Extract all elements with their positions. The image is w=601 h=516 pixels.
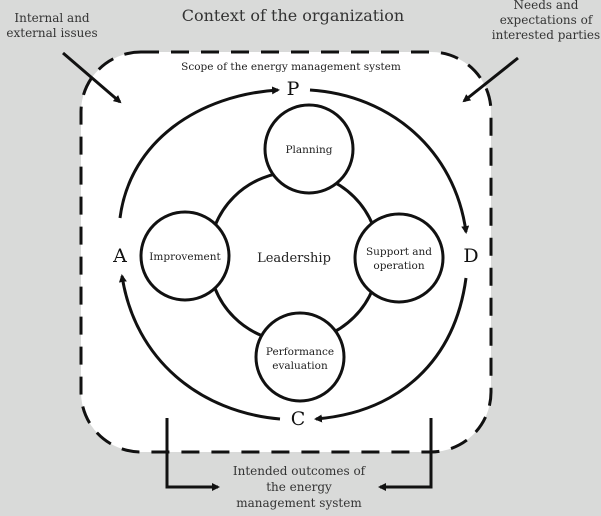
- do-label: D: [463, 245, 478, 267]
- interested-parties-arrow: [462, 56, 519, 103]
- planning-circle: [263, 103, 355, 195]
- improvement-label: Improvement: [149, 251, 221, 263]
- check-label: C: [291, 408, 306, 430]
- planning-label: Planning: [285, 144, 332, 156]
- context-title: Context of the organization: [182, 6, 404, 25]
- outcome-arrow-right: [378, 418, 433, 491]
- outcome-arrow-left: [165, 418, 220, 491]
- plan-label: P: [287, 78, 300, 100]
- internal-issues-arrow: [62, 51, 122, 104]
- leadership-label: Leadership: [257, 251, 331, 266]
- scope-boundary: [79, 50, 493, 454]
- act-label: A: [112, 245, 127, 267]
- support-circle: [353, 212, 445, 304]
- scope-label: Scope of the energy management system: [181, 61, 401, 73]
- improvement-circle: [139, 210, 231, 302]
- pdca-cycle: [118, 86, 470, 423]
- performance-circle: [254, 311, 346, 403]
